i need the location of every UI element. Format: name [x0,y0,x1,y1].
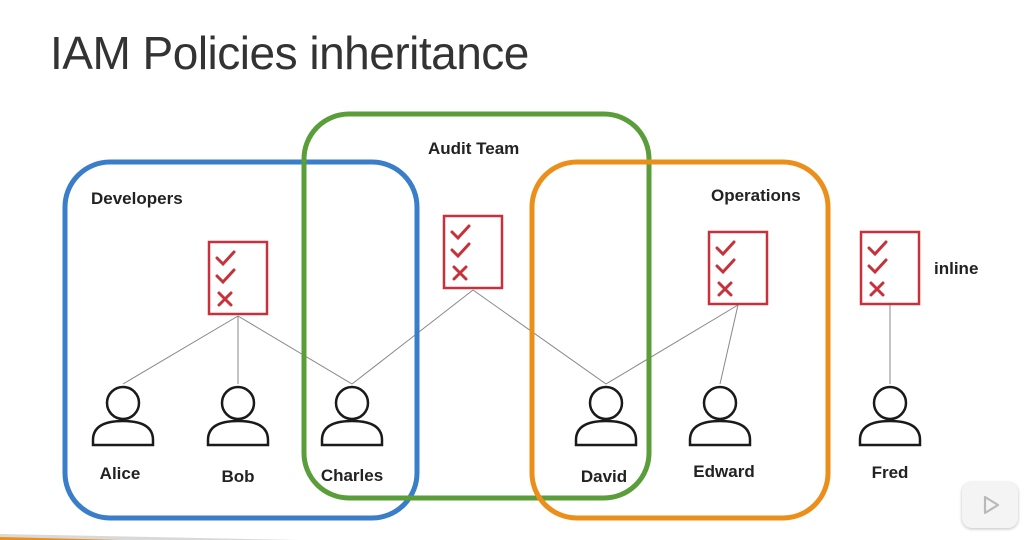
play-button[interactable] [962,482,1018,528]
checklist-icon [442,214,504,290]
connector-developers-alice [122,315,239,385]
group-box-operations [529,159,831,521]
connector-audit-david [472,289,607,385]
footer-decoration [0,534,300,540]
group-label-developers: Developers [91,189,183,208]
user-icon [688,385,752,447]
user-icon [206,385,270,447]
user-edward [688,385,752,447]
connector-lines [122,289,891,385]
user-name-alice: Alice [100,464,141,483]
user-name-fred: Fred [872,463,909,482]
user-bob [206,385,270,447]
page-title: IAM Policies inheritance [50,27,529,79]
user-fred [858,385,922,447]
policy-operations [707,230,769,306]
user-icon [91,385,155,447]
policy-inline [859,230,921,306]
user-name-bob: Bob [221,467,254,486]
user-name-charles: Charles [321,466,383,485]
group-label-operations: Operations [711,186,801,205]
play-icon [983,495,1000,515]
user-icon [858,385,922,447]
connector-developers-charles [237,315,353,385]
checklist-icon [859,230,921,306]
connector-audit-charles [351,289,474,385]
user-charles [320,385,384,447]
policy-audit-team [442,214,504,290]
user-icon [574,385,638,447]
group-box-audit-team [301,111,652,501]
user-icon [320,385,384,447]
policy-developers [207,240,269,316]
checklist-icon [707,230,769,306]
user-david [574,385,638,447]
group-label-audit-team: Audit Team [428,139,519,158]
connector-operations-edward [719,304,739,385]
user-name-david: David [581,467,627,486]
checklist-icon [207,240,269,316]
connector-operations-david [605,304,739,385]
group-box-developers [62,159,420,521]
user-alice [91,385,155,447]
inline-label: inline [934,259,978,278]
user-name-edward: Edward [693,462,754,481]
